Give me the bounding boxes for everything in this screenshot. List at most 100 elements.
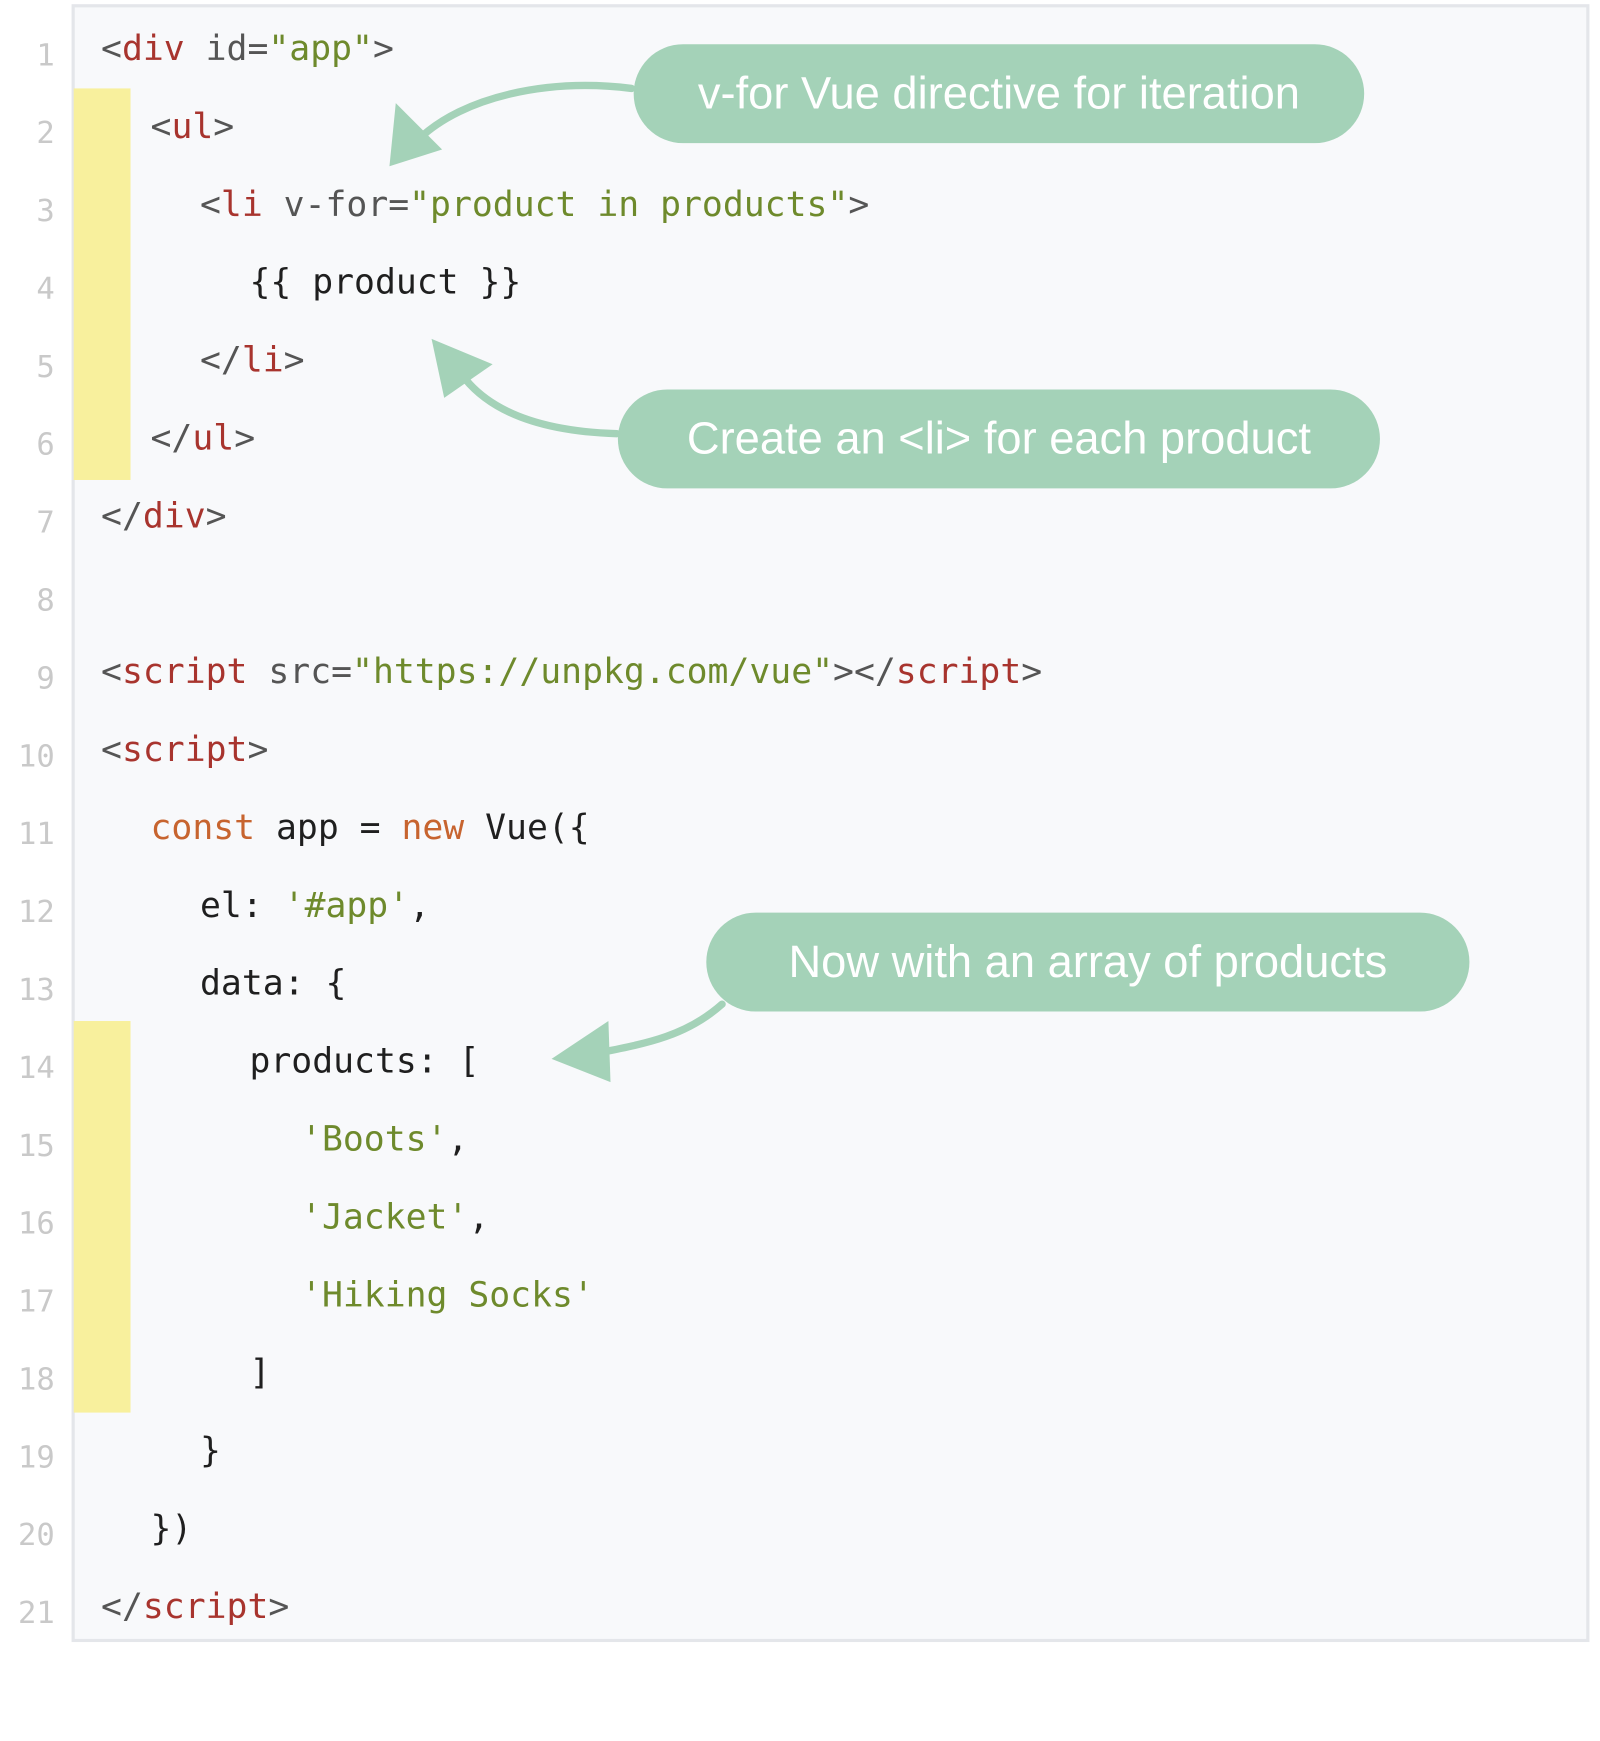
code-token: ></ xyxy=(833,650,896,692)
code-line-16: 'Jacket', xyxy=(301,1196,489,1238)
code-line-9: <script src="https://unpkg.com/vue"></sc… xyxy=(101,651,1042,693)
annotation-arrows xyxy=(389,81,726,1083)
line-number: 21 xyxy=(17,1594,55,1631)
line-number: 10 xyxy=(17,737,55,774)
code-token: {{ product }} xyxy=(249,261,522,303)
arrow-create-li-line xyxy=(455,366,621,438)
code-token: , xyxy=(468,1195,490,1237)
code-token: data: { xyxy=(199,962,347,1004)
line-number: 12 xyxy=(17,893,55,930)
code-token: new xyxy=(401,806,465,848)
code-token: src= xyxy=(247,650,353,692)
code-token: , xyxy=(409,884,431,926)
code-token: , xyxy=(447,1117,469,1159)
code-token: > xyxy=(234,416,256,458)
line-number: 9 xyxy=(36,659,55,696)
line-number: 6 xyxy=(36,426,55,463)
callout-create-li: Create an <li> for each product xyxy=(617,389,1380,489)
highlight-bar-products xyxy=(73,1021,131,1413)
line-number: 4 xyxy=(36,270,55,307)
code-token: Vue({ xyxy=(464,806,590,848)
arrow-vfor-line xyxy=(415,81,636,143)
code-token: > xyxy=(268,1585,290,1627)
arrow-head-vfor xyxy=(389,103,443,167)
code-token: app = xyxy=(255,806,402,848)
line-number: 20 xyxy=(17,1516,55,1553)
code-token: < xyxy=(101,728,122,770)
code-token: const xyxy=(150,806,256,848)
line-number: 19 xyxy=(17,1438,55,1475)
code-token: script xyxy=(121,728,248,770)
code-token: ul xyxy=(192,416,235,458)
code-token: products: [ xyxy=(249,1039,480,1082)
line-number: 13 xyxy=(17,971,55,1008)
line-number: 16 xyxy=(17,1205,55,1242)
code-line-17: 'Hiking Socks' xyxy=(301,1274,594,1316)
code-line-6: </ul> xyxy=(151,417,256,459)
code-line-19: } xyxy=(200,1429,221,1471)
code-token: "app" xyxy=(268,27,373,69)
code-token: "https://unpkg.com/vue" xyxy=(352,650,834,692)
code-line-15: 'Boots', xyxy=(301,1118,468,1160)
line-number: 5 xyxy=(36,348,55,385)
code-token: li xyxy=(220,183,263,225)
code-token: div xyxy=(121,27,185,69)
code-token: < xyxy=(101,27,122,69)
code-line-18: ] xyxy=(249,1352,270,1394)
code-line-7: </div> xyxy=(101,495,227,537)
code-line-20: }) xyxy=(151,1507,193,1549)
code-token: li xyxy=(241,338,284,380)
code-token: '#app' xyxy=(283,884,410,926)
code-line-13: data: { xyxy=(200,962,346,1004)
line-number: 14 xyxy=(17,1049,55,1086)
line-number: 15 xyxy=(17,1127,55,1164)
code-line-10: <script> xyxy=(101,728,268,770)
code-token: > xyxy=(247,728,269,770)
code-line-1: <div id="app"> xyxy=(101,27,394,69)
code-token: ] xyxy=(249,1351,271,1393)
line-number: 18 xyxy=(17,1361,55,1397)
code-token: id= xyxy=(184,27,269,69)
code-panel xyxy=(71,4,1590,1643)
code-token: div xyxy=(142,494,206,536)
line-number: 17 xyxy=(17,1283,55,1319)
line-number: 2 xyxy=(36,114,55,151)
arrow-head-create-li xyxy=(431,338,493,398)
code-token: </ xyxy=(199,338,242,380)
line-number: 3 xyxy=(36,192,55,229)
code-line-11: const app = new Vue({ xyxy=(151,806,590,848)
code-line-12: el: '#app', xyxy=(200,884,430,926)
code-line-14: products: [ xyxy=(249,1040,479,1082)
code-token: < xyxy=(199,183,221,225)
line-number: 1 xyxy=(36,36,55,73)
code-token: > xyxy=(213,105,235,147)
highlight-bar-template xyxy=(73,88,131,480)
line-number: 7 xyxy=(36,504,55,540)
code-line-2: <ul> xyxy=(151,105,235,147)
code-line-5: </li> xyxy=(200,339,305,381)
code-token: }) xyxy=(150,1507,193,1549)
code-token: </ xyxy=(101,1585,143,1627)
code-token: v-for= xyxy=(262,183,410,225)
code-token: < xyxy=(101,650,122,692)
code-token: > xyxy=(205,494,227,536)
code-token: </ xyxy=(150,416,193,458)
code-token: } xyxy=(199,1429,221,1471)
code-token: > xyxy=(283,338,305,380)
code-token: "product in products" xyxy=(409,183,849,225)
code-token: 'Hiking Socks' xyxy=(301,1273,594,1315)
code-line-4: {{ product }} xyxy=(249,261,521,303)
code-token: > xyxy=(372,27,394,69)
code-token: < xyxy=(150,105,172,147)
callout-array-of-products: Now with an array of products xyxy=(706,912,1470,1012)
code-token: 'Boots' xyxy=(301,1117,448,1159)
code-token: script xyxy=(121,650,248,692)
line-number: 8 xyxy=(36,582,55,618)
code-line-21: </script> xyxy=(101,1585,289,1627)
code-token: 'Jacket' xyxy=(301,1195,469,1237)
callout-vfor-directive: v-for Vue directive for iteration xyxy=(633,44,1365,144)
code-token: ul xyxy=(171,105,214,147)
code-token: script xyxy=(895,650,1022,692)
code-token: > xyxy=(1021,650,1043,692)
